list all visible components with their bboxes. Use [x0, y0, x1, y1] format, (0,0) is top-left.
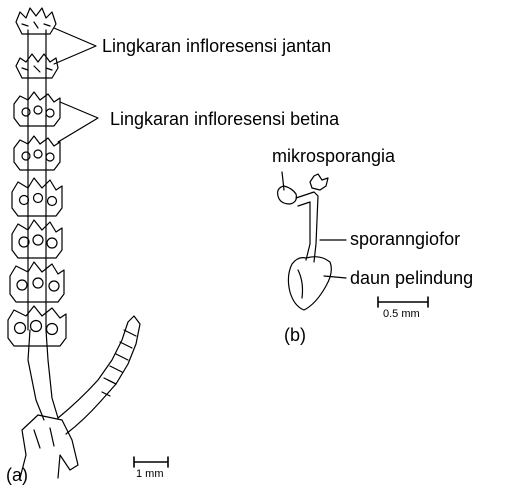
side-branch — [58, 316, 140, 434]
sporangiophore-detail — [278, 172, 346, 310]
female-whorl-3 — [12, 178, 62, 216]
female-whorl-4 — [12, 220, 62, 258]
pointer-lines-female — [58, 102, 98, 142]
female-whorl-2 — [14, 136, 60, 170]
label-female-whorl: Lingkaran infloresensi betina — [110, 110, 339, 128]
female-whorl-1 — [14, 92, 60, 126]
label-panel-b: (b) — [284, 326, 306, 344]
label-panel-a: (a) — [6, 466, 28, 484]
label-scale-a: 1 mm — [136, 469, 164, 480]
label-microsporangia: mikrosporangia — [272, 147, 395, 165]
male-whorl-1 — [16, 8, 56, 34]
main-stem — [20, 30, 78, 478]
label-male-whorl: Lingkaran infloresensi jantan — [102, 37, 331, 55]
pointer-lines-male — [54, 28, 96, 64]
male-whorl-2 — [16, 54, 58, 78]
female-whorl-6 — [8, 306, 66, 346]
female-whorl-5 — [10, 262, 64, 302]
scale-bar-b — [378, 297, 428, 307]
label-protective-leaf: daun pelindung — [350, 269, 473, 287]
label-scale-b: 0.5 mm — [383, 309, 420, 320]
scale-bar-a — [134, 457, 168, 467]
label-sporangiophore: sporanngiofor — [350, 230, 460, 248]
